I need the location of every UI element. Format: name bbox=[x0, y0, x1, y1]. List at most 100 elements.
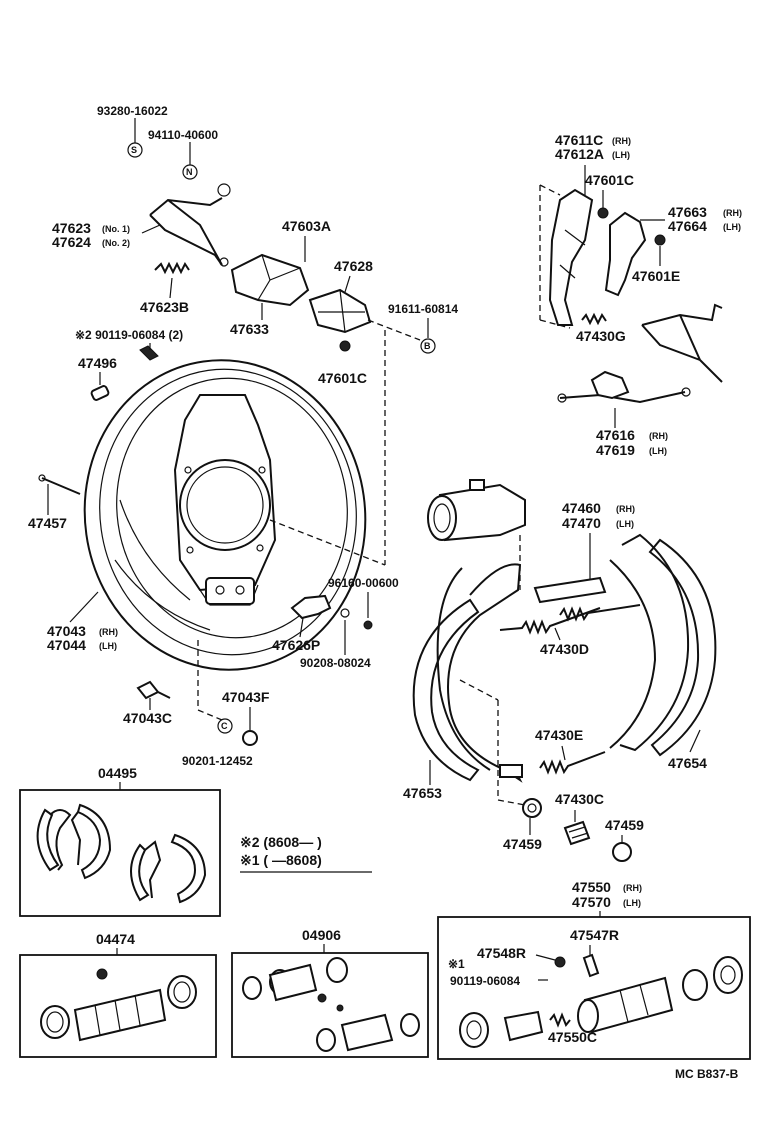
symbol-n: N bbox=[186, 167, 193, 177]
lever-47626p-icon bbox=[290, 594, 332, 620]
label-90119-06084: 90119-06084 bbox=[450, 974, 520, 988]
label-47653: 47653 bbox=[403, 785, 442, 801]
label-kit-04906: 04906 bbox=[302, 927, 341, 943]
spring-47430c-icon bbox=[563, 820, 591, 846]
bolt-47043c-icon bbox=[136, 680, 171, 700]
label-kit-47550: 47550 bbox=[572, 879, 611, 895]
label-47601C-b: 47601C bbox=[585, 172, 634, 188]
label-47550C: 47550C bbox=[548, 1029, 597, 1045]
label-47601E: 47601E bbox=[632, 268, 680, 284]
cable-bracket-icon bbox=[641, 303, 723, 383]
parking-lever-icon bbox=[149, 197, 223, 266]
label-47460: 47460 bbox=[562, 500, 601, 516]
plug-47496-icon bbox=[90, 385, 110, 401]
backing-plate-47043 bbox=[83, 359, 367, 671]
label-47623: 47623 bbox=[52, 220, 91, 236]
tag-rh-47663: (RH) bbox=[723, 208, 742, 218]
label-90201-12452: 90201-12452 bbox=[182, 754, 253, 768]
label-47430G: 47430G bbox=[576, 328, 626, 344]
label-47624: 47624 bbox=[52, 234, 91, 250]
symbol-c: C bbox=[221, 721, 228, 731]
label-90119-06084-2: ※2 90119-06084 (2) bbox=[75, 328, 183, 342]
tag-rh-47043: (RH) bbox=[99, 627, 118, 637]
cup-47459-b-icon bbox=[612, 842, 632, 862]
anchor-block-icon bbox=[205, 577, 255, 605]
bolt-b-icon bbox=[420, 338, 436, 354]
label-kit-04474: 04474 bbox=[96, 931, 135, 947]
label-kit-04495: 04495 bbox=[98, 765, 137, 781]
tag-rh-47550: (RH) bbox=[623, 883, 642, 893]
spring-47430e-icon bbox=[539, 751, 606, 775]
cable-47616-icon bbox=[559, 391, 686, 404]
note-8608-after: ※2 (8608— ) bbox=[240, 834, 322, 850]
pin-47457-icon bbox=[41, 477, 81, 495]
upper-left-parts: 93280-16022 S 94110-40600 N 47623 (No. 1… bbox=[28, 104, 458, 565]
label-47548R: 47548R bbox=[477, 945, 526, 961]
symbol-b: B bbox=[424, 341, 431, 351]
kit-04474-box bbox=[19, 954, 217, 1058]
label-47664: 47664 bbox=[668, 218, 707, 234]
label-47603A: 47603A bbox=[282, 218, 331, 234]
label-47633: 47633 bbox=[230, 321, 269, 337]
label-91611-60814: 91611-60814 bbox=[388, 302, 458, 316]
kit-04906-box bbox=[231, 952, 429, 1058]
shoe-kit-04495-icon bbox=[36, 803, 207, 904]
upper-right-parts: 47611C (RH) 47612A (LH) 47601C 47663 (RH… bbox=[539, 132, 742, 458]
nut-n-icon bbox=[182, 164, 198, 180]
tag-rh-47616: (RH) bbox=[649, 431, 668, 441]
nut-47043f-icon bbox=[242, 730, 258, 746]
spring-upper-icon bbox=[559, 604, 641, 622]
label-kit-47570: 47570 bbox=[572, 894, 611, 910]
label-47459-a: 47459 bbox=[503, 836, 542, 852]
tag-rh-47460: (RH) bbox=[616, 504, 635, 514]
label-94110-40600: 94110-40600 bbox=[148, 128, 218, 142]
label-96160-00600: 96160-00600 bbox=[328, 576, 399, 590]
diagram-code: MC B837-B bbox=[675, 1067, 739, 1081]
tag-lh-47619: (LH) bbox=[649, 446, 667, 456]
label-47459-b: 47459 bbox=[605, 817, 644, 833]
tag-rh-47611c: (RH) bbox=[612, 136, 631, 146]
label-47623B: 47623B bbox=[140, 299, 189, 315]
label-47457: 47457 bbox=[28, 515, 67, 531]
label-47616: 47616 bbox=[596, 427, 635, 443]
note-8608-before: ※1 ( —8608) bbox=[240, 852, 322, 868]
label-47619: 47619 bbox=[596, 442, 635, 458]
label-93280-16022: 93280-16022 bbox=[97, 104, 168, 118]
label-47626P: 47626P bbox=[272, 637, 320, 653]
label-47496: 47496 bbox=[78, 355, 117, 371]
cylinder-kit-04474-icon bbox=[40, 968, 197, 1042]
label-47430D: 47430D bbox=[540, 641, 589, 657]
adjuster-47628-icon bbox=[308, 288, 372, 334]
label-47430E: 47430E bbox=[535, 727, 583, 743]
tag-lh-47044: (LH) bbox=[99, 641, 117, 651]
label-47628: 47628 bbox=[334, 258, 373, 274]
label-47430C: 47430C bbox=[555, 791, 604, 807]
repair-kit-04906-icon bbox=[242, 957, 420, 1052]
brake-shoe-47654-icon bbox=[648, 538, 717, 757]
label-47601C-a: 47601C bbox=[318, 370, 367, 386]
kit-04495-box bbox=[19, 789, 221, 917]
screw-icon bbox=[139, 345, 159, 361]
label-47043F: 47043F bbox=[222, 689, 270, 705]
tag-lh-47470: (LH) bbox=[616, 519, 634, 529]
label-47043C: 47043C bbox=[123, 710, 172, 726]
adjuster-47460-icon bbox=[533, 576, 607, 604]
label-47663: 47663 bbox=[668, 204, 707, 220]
spring-47430d-icon bbox=[499, 607, 601, 635]
shoe-lever-47611c-icon bbox=[548, 188, 594, 326]
washer-s-icon bbox=[127, 142, 143, 158]
label-47612A: 47612A bbox=[555, 146, 604, 162]
wheel-cylinder-kit-icon bbox=[459, 945, 743, 1048]
kit-47550-box bbox=[437, 916, 751, 1060]
symbol-s: S bbox=[131, 145, 137, 155]
clip-47601c-icon bbox=[339, 340, 351, 352]
label-90208-08024: 90208-08024 bbox=[300, 656, 371, 670]
label-47044: 47044 bbox=[47, 637, 86, 653]
spring-47623b-icon bbox=[154, 261, 190, 275]
shoe-assembly: 47460 (RH) 47470 (LH) 47653 47654 47430D… bbox=[403, 479, 717, 862]
label-47654: 47654 bbox=[668, 755, 707, 771]
strut-lever-47663-icon bbox=[604, 211, 647, 297]
tag-lh-47570: (LH) bbox=[623, 898, 641, 908]
label-47470: 47470 bbox=[562, 515, 601, 531]
